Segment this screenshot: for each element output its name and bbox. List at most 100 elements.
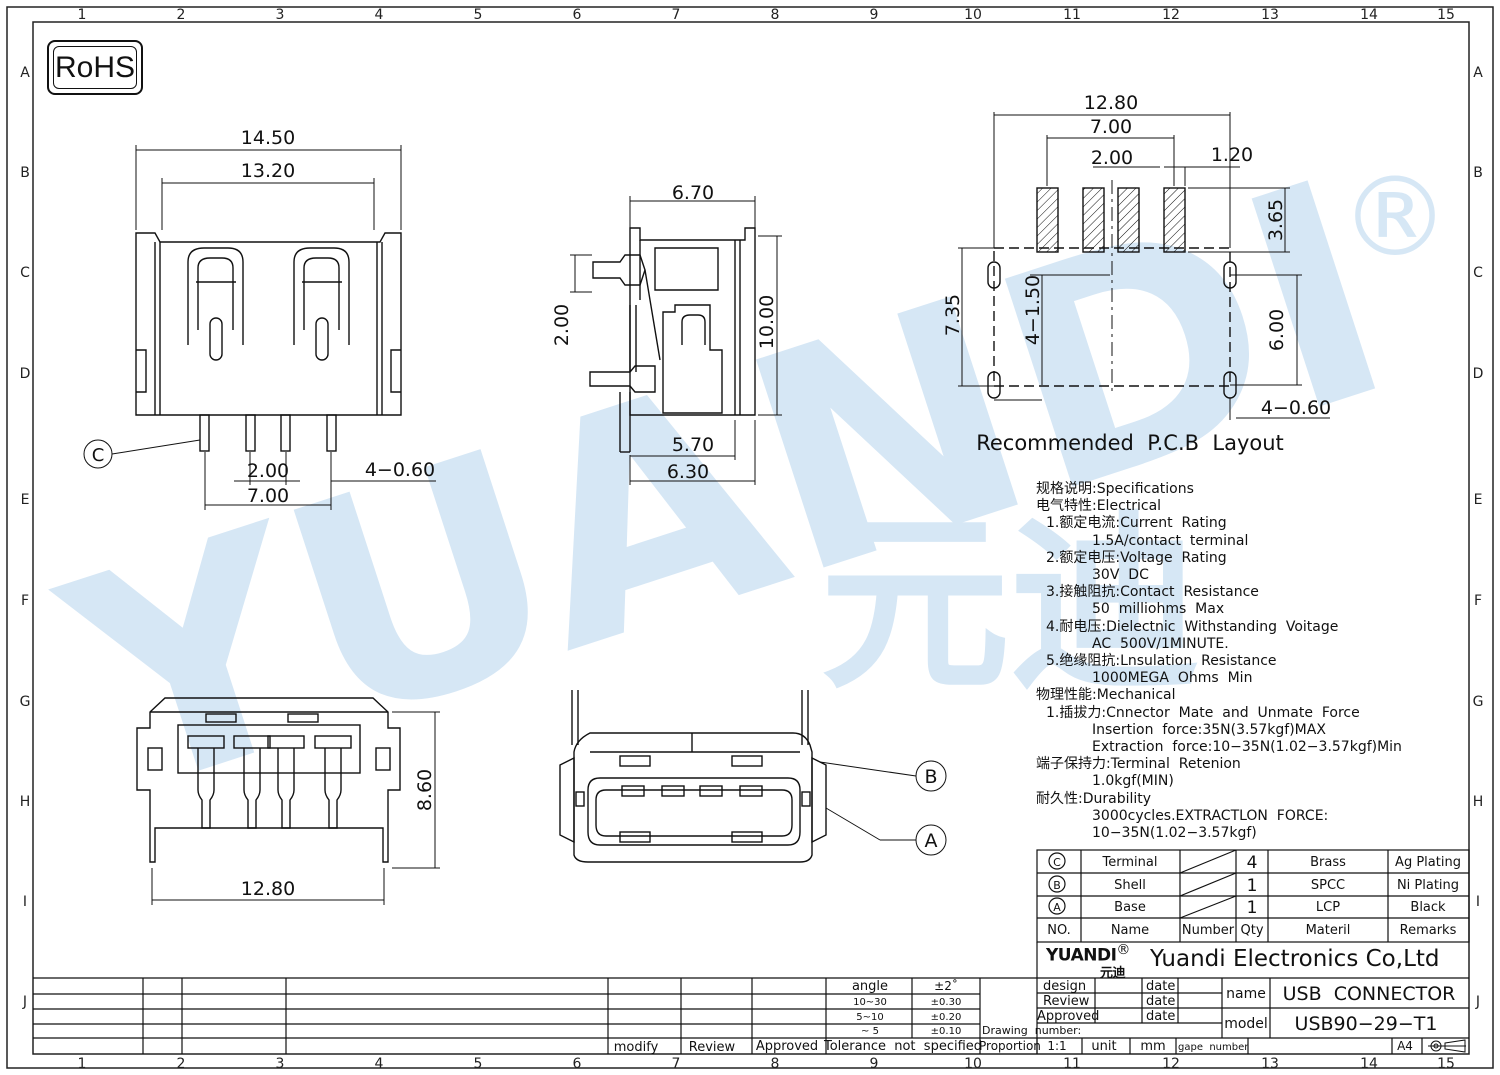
bottom-view-labels: 12.80 8.60 xyxy=(241,769,436,900)
rohs-badge: RoHS xyxy=(47,40,143,95)
dim-7-35: 7.35 xyxy=(942,294,964,336)
spec-line: 1000MEGA Ohms Min xyxy=(1092,670,1253,687)
company-logo: YUANDI® 元迪 xyxy=(1046,942,1130,981)
dim-pin-dia: 4−0.60 xyxy=(365,459,435,481)
dim-13-20: 13.20 xyxy=(241,160,295,182)
bottom-view xyxy=(136,697,401,863)
tol-angle-val: ±2˚ xyxy=(934,978,958,993)
border-row-label-right: B xyxy=(1473,165,1483,181)
border-row-label-left: B xyxy=(20,165,30,181)
border-col-label-bottom: 1 xyxy=(78,1056,87,1072)
spec-line: 5.绝缘阻抗:Lnsulation Resistance xyxy=(1046,653,1277,670)
border-row-label-right: D xyxy=(1473,366,1484,382)
border-col-label-bottom: 15 xyxy=(1437,1056,1455,1072)
spec-line: 10−35N(1.02−3.57kgf) xyxy=(1092,825,1257,842)
spec-line: 2.额定电压:Voltage Rating xyxy=(1046,549,1227,566)
border-col-label-top: 15 xyxy=(1437,7,1455,23)
pcb-labels: 12.80 7.00 2.00 1.20 3.65 7.35 4−1.50 6.… xyxy=(942,92,1331,455)
date-label-2: date xyxy=(1146,994,1175,1009)
bom-qty: 1 xyxy=(1247,876,1258,896)
border-col-label-top: 6 xyxy=(573,7,582,23)
dim-slot: 4−1.50 xyxy=(1022,275,1044,345)
bom-header-remark: Remarks xyxy=(1400,923,1457,938)
tol-r2-val: ±0.20 xyxy=(931,1012,962,1023)
bom-material: SPCC xyxy=(1311,878,1345,893)
dim-2-00: 2.00 xyxy=(247,460,289,482)
border-row-label-right: F xyxy=(1474,593,1482,609)
bom-qty: 4 xyxy=(1247,853,1258,873)
pcb-dims xyxy=(958,112,1330,420)
date-label-1: date xyxy=(1146,979,1175,994)
border-col-label-bottom: 11 xyxy=(1063,1056,1081,1072)
border-col-label-top: 14 xyxy=(1360,7,1378,23)
pcb-layout xyxy=(987,180,1237,399)
border-row-label-left: I xyxy=(23,894,27,910)
border-row-label-right: A xyxy=(1473,65,1483,81)
tol-r1-val: ±0.30 xyxy=(931,997,962,1008)
bom-remark: Black xyxy=(1410,900,1446,915)
dim-1-20-pcb: 1.20 xyxy=(1211,144,1253,166)
border-col-label-top: 3 xyxy=(276,7,285,23)
unit-label: unit xyxy=(1091,1039,1116,1054)
border-col-label-bottom: 10 xyxy=(964,1056,982,1072)
border-row-label-left: G xyxy=(20,694,31,710)
title-block xyxy=(33,942,1469,1054)
callout-c: C xyxy=(92,445,105,466)
bom-material: LCP xyxy=(1316,900,1340,915)
dim-12-80-bottom: 12.80 xyxy=(241,878,295,900)
tol-r3: ~ 5 xyxy=(861,1026,879,1037)
spec-line: 50 milliohms Max xyxy=(1092,601,1225,618)
border-row-label-left: E xyxy=(21,492,30,508)
name-value: USB CONNECTOR xyxy=(1283,983,1456,1005)
spec-line: 1.额定电流:Current Rating xyxy=(1046,515,1227,532)
spec-line: 电气特性:Electrical xyxy=(1036,498,1162,515)
bom-no: B xyxy=(1053,879,1061,892)
border-col-label-top: 1 xyxy=(78,7,87,23)
border-col-label-top: 12 xyxy=(1162,7,1180,23)
border-row-label-right: E xyxy=(1474,492,1483,508)
end-view-callouts xyxy=(819,760,947,856)
bom-name: Base xyxy=(1114,900,1146,915)
logo-registered: ® xyxy=(1116,942,1130,958)
bom-qty: 1 xyxy=(1247,898,1258,918)
sheet-size: A4 xyxy=(1397,1039,1413,1053)
spec-line: 1.5A/contact terminal xyxy=(1092,532,1249,549)
bom-header-name: Name xyxy=(1111,923,1149,938)
spec-line: 3000cycles.EXTRACTLON FORCE: xyxy=(1092,807,1329,824)
spec-line: 4.耐电压:Dielectnic Withstanding Voitage xyxy=(1046,618,1339,635)
border-col-label-bottom: 9 xyxy=(870,1056,879,1072)
dim-7-00-pcb: 7.00 xyxy=(1090,116,1132,138)
watermark-registered: ® xyxy=(1340,153,1450,281)
spec-line: Insertion force:35N(3.57kgf)MAX xyxy=(1092,721,1326,738)
bom-table xyxy=(1036,849,1470,943)
approved-label: Approved xyxy=(1037,1009,1099,1024)
border-col-label-bottom: 5 xyxy=(474,1056,483,1072)
dim-2-00-pcb: 2.00 xyxy=(1091,147,1133,169)
spec-line: 端子保持力:Terminal Retenion xyxy=(1036,756,1241,773)
border-col-label-top: 2 xyxy=(177,7,186,23)
border-col-label-top: 9 xyxy=(870,7,879,23)
tol-angle: angle xyxy=(852,979,888,994)
border-row-label-left: H xyxy=(20,794,31,810)
border-col-label-top: 11 xyxy=(1063,7,1081,23)
unit-value: mm xyxy=(1140,1039,1165,1054)
front-view xyxy=(135,232,402,452)
logo-cn: 元迪 xyxy=(1100,965,1126,981)
bom-no: A xyxy=(1053,901,1061,914)
watermark-cn: 元迪 xyxy=(820,494,1200,715)
dim-12-80-pcb: 12.80 xyxy=(1084,92,1138,114)
bom-header-no: NO. xyxy=(1047,923,1071,938)
drawing-frame xyxy=(6,6,1494,1069)
dim-hole-dia: 4−0.60 xyxy=(1261,397,1331,419)
border-row-label-right: C xyxy=(1473,265,1483,281)
spec-line: AC 500V/1MINUTE. xyxy=(1092,635,1229,652)
design-label: design xyxy=(1043,979,1086,994)
border-col-label-bottom: 3 xyxy=(276,1056,285,1072)
spec-line: 1.插拔力:Cnnector Mate and Unmate Force xyxy=(1046,704,1360,721)
border-col-label-top: 13 xyxy=(1261,7,1279,23)
border-col-label-top: 10 xyxy=(964,7,982,23)
dim-14-50: 14.50 xyxy=(241,127,295,149)
callout-a: A xyxy=(925,830,938,852)
